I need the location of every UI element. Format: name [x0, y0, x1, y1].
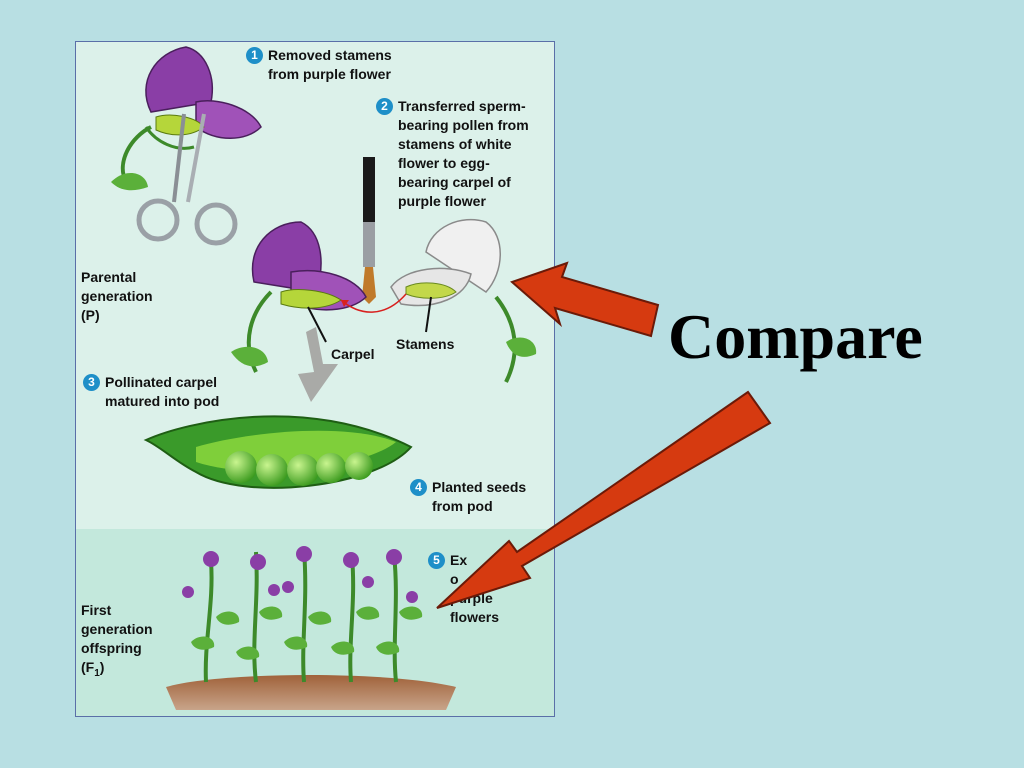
step-5-label: 5 Ex o purple flowers — [428, 551, 499, 627]
step-1-label: 1 Removed stamens from purple flower — [246, 46, 392, 84]
purple-flower-1-icon — [111, 46, 262, 191]
pollen-transfer-arrow — [340, 293, 407, 313]
white-flower-icon — [390, 218, 537, 383]
pea-plants-icon — [182, 546, 423, 683]
step-4-label: 4 Planted seeds from pod — [410, 478, 526, 516]
compare-heading: Compare — [668, 301, 923, 372]
stamens-pointer — [425, 296, 432, 333]
f1-label-close: ) — [99, 659, 105, 675]
step-1-badge: 1 — [246, 47, 263, 64]
step-2-text: Transferred sperm- bearing pollen from s… — [398, 98, 529, 209]
carpel-label: Carpel — [331, 346, 375, 362]
stamens-label: Stamens — [396, 336, 455, 352]
step-3-label: 3 Pollinated carpel matured into pod — [83, 373, 219, 411]
f1-subscript: 1 — [94, 667, 100, 679]
step-3-badge: 3 — [83, 374, 100, 391]
purple-flower-2-icon — [231, 221, 367, 373]
step-4-text: Planted seeds from pod — [432, 479, 527, 514]
step-4-badge: 4 — [410, 479, 427, 496]
f1-label-text: First generation offspring (F — [81, 602, 153, 675]
parental-generation-label: Parental generation (P) — [81, 269, 153, 323]
first-generation-label: First generation offspring (F1) — [81, 582, 153, 683]
step-3-text: Pollinated carpel matured into pod — [105, 374, 220, 409]
step-5-text: Ex o purple flowers — [450, 552, 500, 625]
paintbrush-icon — [362, 157, 376, 304]
maturation-arrow — [298, 327, 338, 402]
step-2-label: 2 Transferred sperm- bearing pollen from… — [376, 97, 529, 211]
step-2-badge: 2 — [376, 98, 393, 115]
step-5-badge: 5 — [428, 552, 445, 569]
pea-pod-icon — [143, 415, 413, 489]
pollen-arrow-head — [341, 300, 349, 307]
step-1-text: Removed stamens from purple flower — [268, 47, 392, 82]
mendel-cross-figure: 1 Removed stamens from purple flower 2 T… — [75, 41, 555, 717]
figure-illustrations — [111, 46, 537, 710]
soil-icon — [166, 674, 456, 710]
scissors-icon — [136, 113, 238, 246]
carpel-pointer — [307, 306, 327, 343]
